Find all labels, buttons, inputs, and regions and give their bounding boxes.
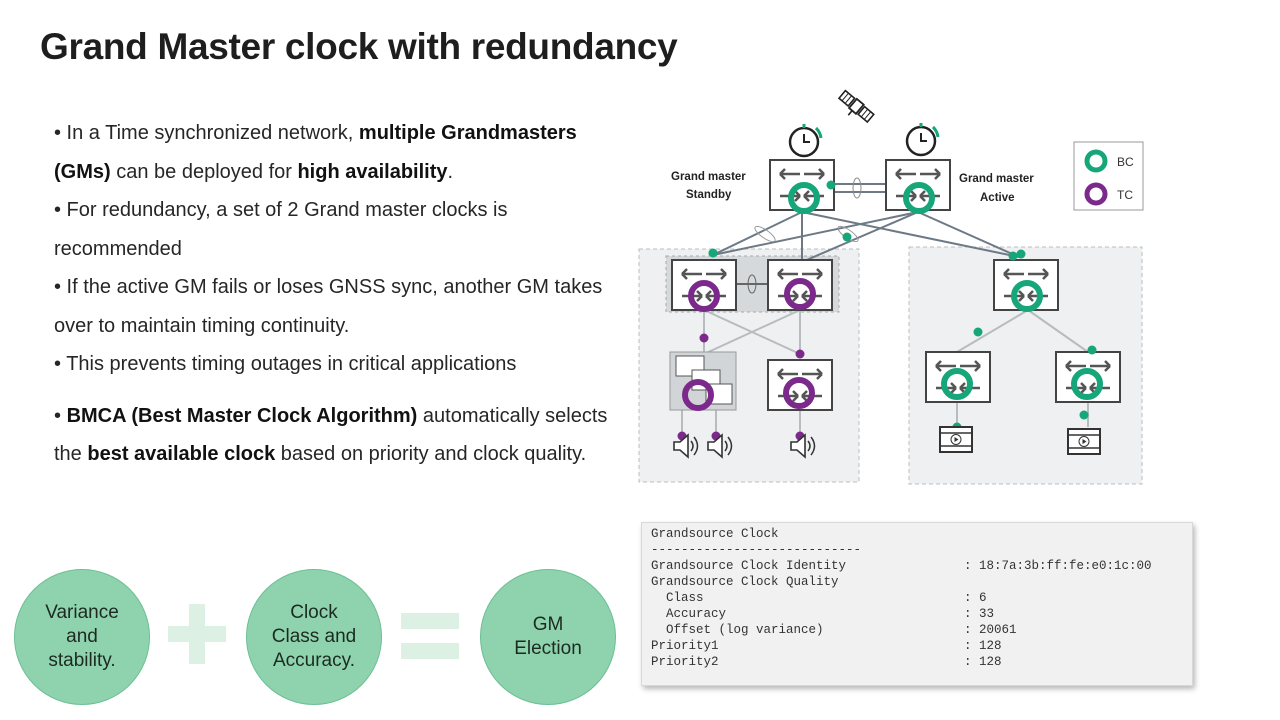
plus-icon (168, 604, 226, 664)
equals-icon (401, 613, 459, 659)
bullet-list: • In a Time synchronized network, multip… (54, 114, 614, 474)
clock-class-accuracy-circle: Clock Class and Accuracy. (246, 569, 382, 705)
legend-bc: BC (1117, 155, 1134, 169)
terminal-key: Grandsource Clock Quality (651, 575, 839, 589)
speaker-icon (673, 433, 806, 459)
terminal-key: Class (651, 591, 704, 605)
terminal-key: Accuracy (651, 607, 727, 621)
bullet-text: • (54, 404, 67, 427)
bullet-bold-text: best available clock (87, 443, 276, 465)
circle-line: Election (514, 638, 582, 659)
terminal-value: : 18:7a:3b:ff:fe:e0:1c:00 (964, 559, 1152, 573)
tc-legend-icon (1084, 182, 1108, 206)
gm-standby-label-line2: Standby (686, 189, 732, 201)
terminal-key: Offset (log variance) (651, 623, 824, 637)
circle-line: Accuracy. (272, 650, 355, 671)
gm-standby-label-line1: Grand master (671, 171, 746, 183)
bullet-bold-text: BMCA (Best Master Clock Algorithm) (66, 404, 418, 427)
bullet-text: • If the active GM fails or loses GNSS s… (54, 276, 603, 337)
terminal-value: : 128 (964, 655, 1002, 669)
variance-stability-circle: Variance and stability. (14, 569, 150, 705)
terminal-value: : 33 (964, 607, 995, 621)
bullet-text: . (447, 160, 454, 183)
bullet-text: • This prevents timing outages in critic… (54, 353, 517, 375)
network-diagram: Grand master Standby Grand master Active… (638, 89, 1144, 485)
clock-info-terminal: Grandsource Clock ----------------------… (641, 522, 1193, 686)
terminal-divider: ---------------------------- (651, 543, 862, 557)
terminal-value: : 6 (964, 591, 987, 605)
bullet-item: • For redundancy, a set of 2 Grand maste… (54, 191, 614, 268)
circle-line: stability. (48, 650, 116, 671)
terminal-key: Priority1 (651, 639, 719, 653)
bullet-text: can be deployed for (110, 160, 298, 183)
bullet-bold-text: multiple Grandmasters (GMs) (54, 122, 577, 183)
clock-icon (788, 123, 940, 158)
bullet-text: automatically selects the (54, 404, 608, 466)
terminal-key: Priority2 (651, 655, 719, 669)
terminal-value: : 128 (964, 639, 1002, 653)
terminal-header: Grandsource Clock (651, 527, 779, 541)
bullet-item: • This prevents timing outages in critic… (54, 345, 614, 384)
bullet-bold-text: high availability (297, 160, 448, 183)
circle-line: Clock (290, 602, 338, 623)
bullet-item: • In a Time synchronized network, multip… (54, 114, 614, 191)
gm-active-label-line1: Grand master (959, 173, 1034, 185)
bullet-item: • BMCA (Best Master Clock Algorithm) aut… (54, 397, 614, 474)
terminal-value: : 20061 (964, 623, 1017, 637)
bullet-text: • For redundancy, a set of 2 Grand maste… (54, 199, 508, 260)
gm-election-circle: GM Election (480, 569, 616, 705)
bullet-text: • In a Time synchronized network, (54, 122, 359, 144)
bc-legend-icon (1084, 149, 1108, 173)
circle-line: and (66, 626, 98, 647)
switch-left-b (766, 258, 834, 312)
legend-tc: TC (1117, 188, 1133, 202)
video-icon (939, 426, 1101, 455)
page-title: Grand Master clock with redundancy (40, 26, 678, 67)
satellite-icon (837, 89, 875, 124)
circle-line: GM (532, 614, 564, 635)
gm-active-label-line2: Active (980, 192, 1015, 204)
circle-line: Variance (45, 602, 119, 623)
circle-line: Class and (271, 626, 357, 647)
bullet-item: • If the active GM fails or loses GNSS s… (54, 268, 614, 345)
terminal-key: Grandsource Clock Identity (651, 559, 847, 573)
switch-left-c (766, 358, 834, 412)
bullet-text: based on priority and clock quality. (275, 443, 587, 465)
